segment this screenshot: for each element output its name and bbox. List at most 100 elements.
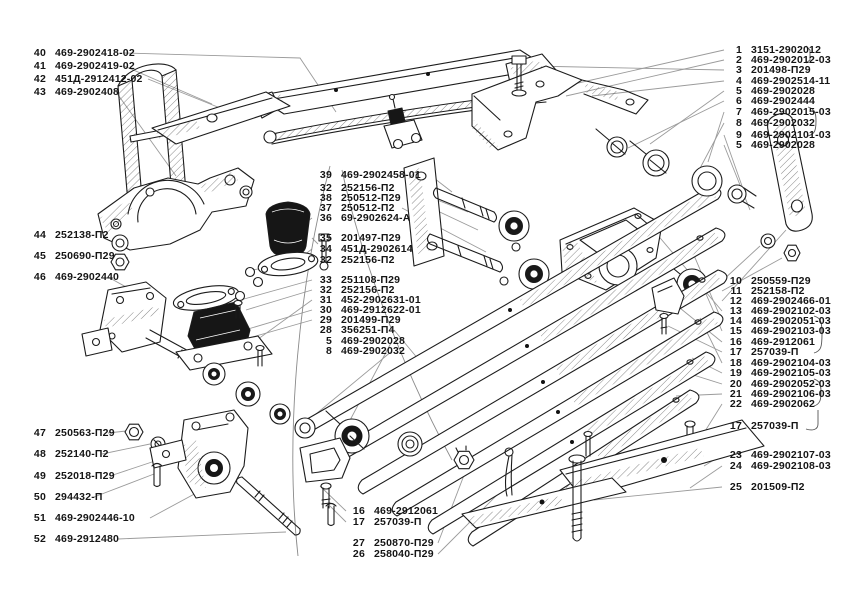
part-number: 469-2902418-02 <box>55 47 135 59</box>
part-label-row: 17 257039-П <box>726 420 799 432</box>
part-number: 201499-П29 <box>341 314 401 326</box>
part-index: 1 <box>735 44 742 56</box>
part-label-row: 1 3151-2902012 <box>726 44 821 56</box>
part-number: 3151-2902012 <box>751 44 822 56</box>
part-index: 7 <box>735 106 742 118</box>
part-index: 18 <box>729 357 742 369</box>
part-index: 39 <box>319 169 332 181</box>
part-number: 451Д-2912412-02 <box>55 73 143 85</box>
part-index: 5 <box>735 85 742 97</box>
part-index: 49 <box>33 470 46 482</box>
part-label-row: 20 469-2902052-03 <box>726 378 831 390</box>
part-number: 252156-П2 <box>341 284 395 296</box>
part-index: 15 <box>729 325 742 337</box>
part-number: 469-2902032 <box>341 345 406 357</box>
leaf-spring-stack <box>294 112 813 547</box>
part-number: 469-2902514-11 <box>751 75 831 87</box>
part-number: 257039-П <box>751 346 799 358</box>
part-index: 20 <box>729 378 742 390</box>
part-index: 11 <box>730 285 742 297</box>
part-index: 47 <box>33 427 46 439</box>
part-number: 452-2902631-01 <box>341 294 421 306</box>
leader-lines <box>93 49 787 557</box>
part-index: 42 <box>33 73 46 85</box>
part-index: 25 <box>729 481 742 493</box>
part-label-row: 21 469-2902106-03 <box>726 388 831 400</box>
part-number: 451Д-2902614 <box>341 243 413 255</box>
part-index: 35 <box>319 232 332 244</box>
part-number: 257039-П <box>751 420 799 432</box>
part-index: 21 <box>729 388 742 400</box>
part-index: 33 <box>319 274 332 286</box>
part-index: 41 <box>33 60 46 72</box>
callout-braces <box>805 45 823 431</box>
part-index: 26 <box>352 548 365 560</box>
part-number: 469-2902052-03 <box>751 378 831 390</box>
part-index: 45 <box>33 250 46 262</box>
part-number: 469-2902108-03 <box>751 460 831 472</box>
part-number: 201498-П29 <box>751 64 811 76</box>
part-index: 23 <box>729 449 742 461</box>
part-index: 8 <box>735 117 742 129</box>
part-index: 17 <box>729 420 742 432</box>
part-number: 252140-П2 <box>55 448 109 460</box>
part-number: 252156-П2 <box>341 182 395 194</box>
part-index: 10 <box>729 275 742 287</box>
part-index: 16 <box>729 336 742 348</box>
part-number: 469-2902102-03 <box>751 305 831 317</box>
part-index: 2 <box>735 54 742 66</box>
part-index: 32 <box>319 284 332 296</box>
part-index: 32 <box>319 182 332 194</box>
part-index: 4 <box>735 75 742 87</box>
part-number: 250559-П29 <box>751 275 811 287</box>
part-number: 469-2902032 <box>751 117 816 129</box>
part-number: 250870-П29 <box>374 537 434 549</box>
part-number: 250563-П29 <box>55 427 115 439</box>
part-number: 469-2902419-02 <box>55 60 135 72</box>
part-number: 250512-П2 <box>341 202 395 214</box>
part-number: 250690-П29 <box>55 250 115 262</box>
part-label-row: 32 252156-П2 <box>314 284 395 296</box>
part-index: 28 <box>319 324 332 336</box>
part-number: 250512-П29 <box>341 192 401 204</box>
part-number: 469-2902101-03 <box>751 129 831 141</box>
part-label-row: 29 201499-П29 <box>314 314 401 326</box>
part-index: 17 <box>729 346 742 358</box>
part-number: 469-2902106-03 <box>751 388 831 400</box>
part-number: 69-2902624-А <box>341 212 411 224</box>
part-number: 469-2912622-01 <box>341 304 421 316</box>
rubber-buffer-group <box>172 201 330 425</box>
part-index: 50 <box>33 491 46 503</box>
part-index: 29 <box>319 314 332 326</box>
part-label-row: 17 257039-П <box>726 346 799 358</box>
part-number: 252158-П2 <box>751 285 805 297</box>
part-number: 469-2902440 <box>55 271 120 283</box>
part-index: 9 <box>735 129 742 141</box>
part-number: 201497-П29 <box>341 232 401 244</box>
part-number: 469-2902062 <box>751 398 816 410</box>
part-index: 46 <box>33 271 46 283</box>
part-number: 469-2902028 <box>751 85 816 97</box>
part-label-row: 4 469-2902514-11 <box>726 75 830 87</box>
